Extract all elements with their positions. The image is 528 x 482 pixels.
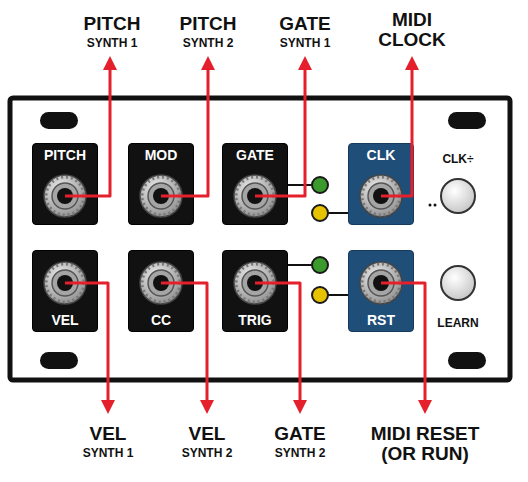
- sub-label: SYNTH 1: [83, 446, 134, 460]
- sub-label: SYNTH 2: [183, 36, 234, 50]
- signal-name: MIDI RESET (OR RUN): [355, 424, 495, 464]
- jack-label: CC: [151, 312, 171, 328]
- signal-name: VEL: [90, 424, 127, 444]
- signal-name: GATE: [279, 14, 330, 34]
- sub-label: LEARN: [437, 316, 478, 330]
- signal-name: GATE: [274, 424, 325, 444]
- sub-label: SYNTH 2: [182, 446, 233, 460]
- signal-name: MIDI CLOCK: [367, 10, 457, 50]
- jack-label: CLK: [367, 147, 396, 163]
- jack-label: MOD: [145, 147, 178, 163]
- sub-label: SYNTH 1: [87, 36, 138, 50]
- jack-label: GATE: [236, 147, 274, 163]
- sub-label: SYNTH 1: [280, 36, 331, 50]
- jack-label: TRIG: [238, 312, 271, 328]
- sub-label: SYNTH 2: [275, 446, 326, 460]
- jack-label: PITCH: [44, 147, 86, 163]
- signal-name: PITCH: [84, 14, 141, 34]
- signal-name: PITCH: [180, 14, 237, 34]
- jack-label: RST: [367, 312, 395, 328]
- sub-label: CLK÷: [442, 152, 473, 166]
- jack-label: VEL: [51, 312, 78, 328]
- signal-name: VEL: [189, 424, 226, 444]
